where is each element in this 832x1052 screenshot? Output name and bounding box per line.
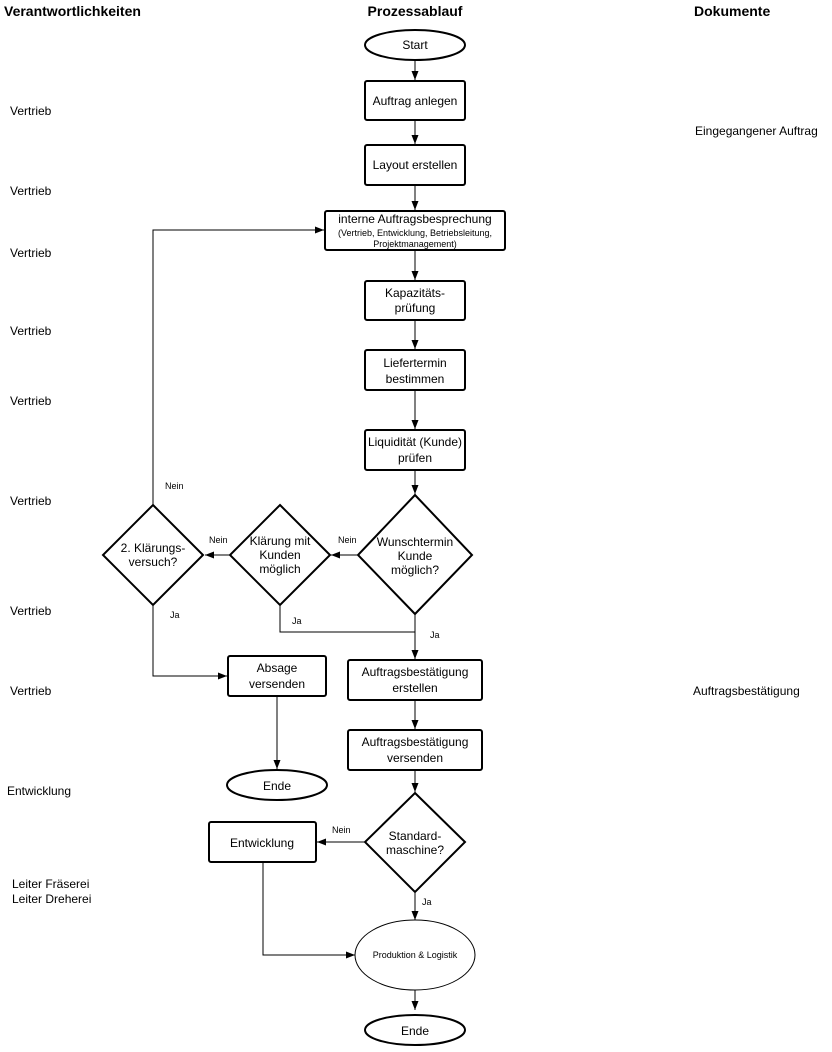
step-sublabel: Projektmanagement) bbox=[373, 239, 457, 249]
edge-label-nein: Nein bbox=[165, 481, 184, 491]
responsibility-label: Entwicklung bbox=[7, 784, 71, 798]
start-node: Start bbox=[364, 29, 466, 61]
step-label: Layout erstellen bbox=[373, 158, 458, 172]
edge-arrow bbox=[262, 862, 355, 959]
step-label: versenden bbox=[249, 677, 305, 691]
responsibility-label: Vertrieb bbox=[10, 394, 52, 408]
responsibility-label: Vertrieb bbox=[10, 494, 52, 508]
auftragsbestaetigung-erstellen-step: Auftragsbestätigung erstellen bbox=[347, 659, 483, 701]
decision-label: 2. Klärungs- bbox=[121, 541, 186, 555]
auftrag-anlegen-step: Auftrag anlegen bbox=[364, 80, 466, 121]
kapazitaetspruefung-step: Kapazitäts- prüfung bbox=[364, 280, 466, 321]
step-label: bestimmen bbox=[386, 372, 445, 386]
step-label: Entwicklung bbox=[230, 836, 294, 850]
klaerung-decision: Klärung mit Kunden möglich bbox=[228, 503, 332, 607]
edge-arrow bbox=[152, 605, 227, 680]
end-node: Ende bbox=[226, 769, 328, 801]
header-process: Prozessablauf bbox=[368, 3, 463, 19]
edge-arrow bbox=[152, 226, 324, 505]
end-label: Ende bbox=[263, 779, 291, 793]
decision-label: möglich bbox=[259, 562, 300, 576]
liquiditaet-step: Liquidität (Kunde) prüfen bbox=[364, 429, 466, 471]
liefertermin-step: Liefertermin bestimmen bbox=[364, 349, 466, 391]
step-label: Liquidität (Kunde) bbox=[368, 435, 462, 449]
document-label: Eingegangener Auftrag bbox=[695, 124, 818, 138]
wunschtermin-decision: Wunschtermin Kunde möglich? bbox=[356, 493, 474, 616]
produktion-logistik-step: Produktion & Logistik bbox=[354, 919, 476, 991]
entwicklung-step: Entwicklung bbox=[208, 821, 317, 863]
header-responsibilities: Verantwortlichkeiten bbox=[4, 3, 141, 19]
responsibility-label: Leiter Fräserei bbox=[12, 877, 89, 891]
end-label: Ende bbox=[401, 1024, 429, 1038]
end-node: Ende bbox=[364, 1014, 466, 1046]
step-label: versenden bbox=[387, 751, 443, 765]
responsibility-label: Vertrieb bbox=[10, 104, 52, 118]
step-label: prüfung bbox=[395, 301, 436, 315]
step-label: Kapazitäts- bbox=[385, 286, 445, 300]
step-label: Auftragsbestätigung bbox=[362, 735, 469, 749]
absage-versenden-step: Absage versenden bbox=[227, 655, 327, 697]
step-label: interne Auftragsbesprechung bbox=[338, 212, 491, 226]
step-label: erstellen bbox=[392, 681, 437, 695]
edge-label-ja: Ja bbox=[422, 897, 432, 907]
responsibility-label: Vertrieb bbox=[10, 324, 52, 338]
layout-erstellen-step: Layout erstellen bbox=[364, 144, 466, 186]
decision-label: versuch? bbox=[129, 555, 178, 569]
edge-label-nein: Nein bbox=[209, 535, 228, 545]
decision-label: Standard- bbox=[389, 829, 442, 843]
start-label: Start bbox=[402, 38, 428, 52]
step-label: Auftrag anlegen bbox=[373, 94, 458, 108]
step-label: Absage bbox=[257, 661, 298, 675]
step-label: prüfen bbox=[398, 451, 432, 465]
decision-label: Kunde bbox=[398, 549, 433, 563]
auftragsbesprechung-step: interne Auftragsbesprechung (Vertrieb, E… bbox=[324, 210, 506, 251]
step-label: Auftragsbestätigung bbox=[362, 665, 469, 679]
responsibility-label: Vertrieb bbox=[10, 246, 52, 260]
document-label: Auftragsbestätigung bbox=[693, 684, 800, 698]
decision-label: maschine? bbox=[386, 843, 444, 857]
step-label: Liefertermin bbox=[383, 356, 446, 370]
standardmaschine-decision: Standard- maschine? bbox=[363, 791, 467, 894]
decision-label: Kunden bbox=[259, 548, 300, 562]
responsibility-label: Vertrieb bbox=[10, 684, 52, 698]
decision-label: Klärung mit bbox=[250, 534, 311, 548]
edge-label-nein: Nein bbox=[332, 825, 351, 835]
step-sublabel: (Vertrieb, Entwicklung, Betriebsleitung, bbox=[338, 228, 492, 238]
zweiter-klaerungsversuch-decision: 2. Klärungs- versuch? bbox=[101, 503, 205, 607]
edge-label-ja: Ja bbox=[170, 610, 180, 620]
edge-label-ja: Ja bbox=[292, 616, 302, 626]
responsibility-label: Vertrieb bbox=[10, 604, 52, 618]
auftragsbestaetigung-versenden-step: Auftragsbestätigung versenden bbox=[347, 729, 483, 771]
responsibility-label: Leiter Dreherei bbox=[12, 892, 91, 906]
step-label: Produktion & Logistik bbox=[373, 950, 458, 960]
decision-label: Wunschtermin bbox=[377, 535, 453, 549]
edge-line bbox=[279, 605, 415, 633]
edge-label-nein: Nein bbox=[338, 535, 357, 545]
header-documents: Dokumente bbox=[694, 3, 770, 19]
decision-label: möglich? bbox=[391, 563, 439, 577]
edge-label-ja: Ja bbox=[430, 630, 440, 640]
responsibility-label: Vertrieb bbox=[10, 184, 52, 198]
